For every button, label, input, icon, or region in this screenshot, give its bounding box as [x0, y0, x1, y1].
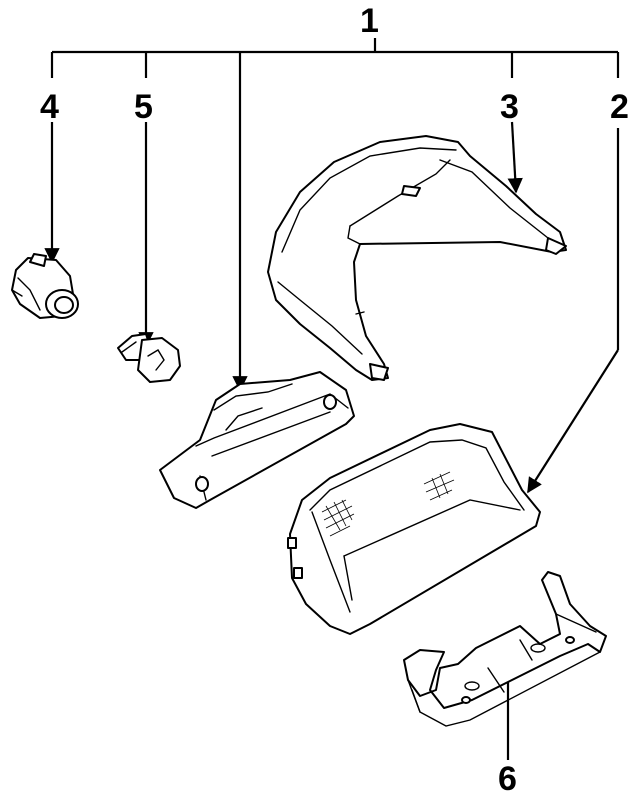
callout-3: 3 — [500, 88, 519, 126]
callout-5: 5 — [134, 88, 153, 126]
bulb-socket — [11, 253, 79, 319]
callout-2: 2 — [610, 88, 629, 126]
lens-cover — [267, 135, 567, 381]
lens-hatching — [321, 471, 455, 537]
callout-6: 6 — [498, 760, 517, 798]
lamp-housing — [159, 371, 355, 509]
callout-4: 4 — [40, 88, 59, 126]
callout-1: 1 — [360, 2, 379, 40]
mounting-bracket — [403, 571, 607, 727]
wedge-bulb — [117, 333, 181, 383]
lamp-assembly — [287, 423, 541, 635]
